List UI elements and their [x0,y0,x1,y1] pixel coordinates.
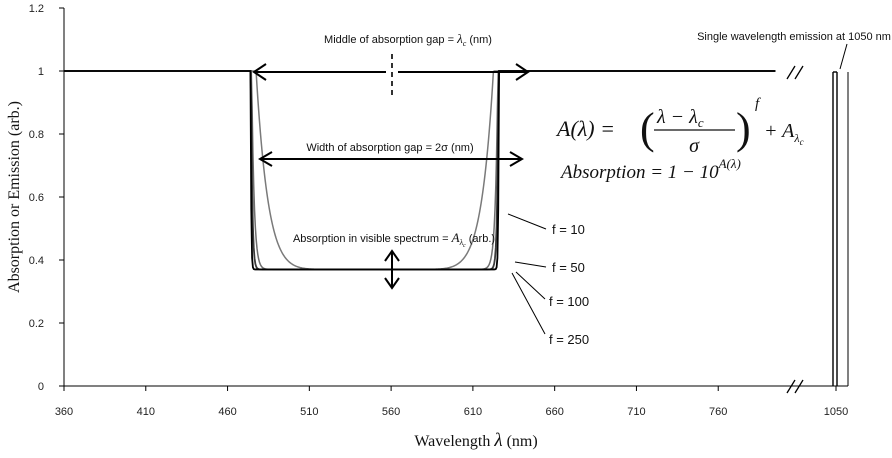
y-tick-label: 0.2 [29,318,44,330]
axis-break-bottom [786,379,804,394]
visible-double-arrow [384,249,400,290]
x-tick-label: 760 [709,406,727,418]
eq1-lhs: A(λ) = [555,116,615,141]
annotation-emission: Single wavelength emission at 1050 nm [697,31,891,43]
y-ticks: 0 0.2 0.4 0.6 0.8 1 1.2 [29,3,64,393]
y-tick-label: 0 [38,381,44,393]
x-axis-title-unit: (nm) [507,433,538,450]
x-tick-label: 460 [218,406,236,418]
x-ticks: 360 410 460 510 560 610 660 710 760 [55,386,727,418]
equation-1: A(λ) = ( λ − λc σ ) f + Aλc [555,96,804,157]
axis-break-top [786,65,804,80]
y-axis-title: Absorption or Emission (arb.) [6,101,23,293]
middle-gap-arrows [252,54,530,96]
eq1-paren-left: ( [640,104,655,153]
x-tick-label: 660 [545,406,563,418]
x-tick-label: 710 [627,406,645,418]
y-tick-label: 0.6 [29,192,44,204]
series-leaders [507,213,547,335]
width-gap-arrow [258,151,524,167]
y-tick-label: 0.8 [29,129,44,141]
y-tick-label: 1.2 [29,3,44,15]
series-label-f100: f = 100 [549,294,589,309]
x-tick-label: 410 [137,406,155,418]
x-tick-label: 610 [464,406,482,418]
y-tick-label: 1 [38,66,44,78]
annotation-visible: Absorption in visible spectrum = Aλc (ar… [293,230,495,249]
eq1-paren-right: ) [736,104,751,153]
emission-line-1050 [832,71,838,386]
x-axis-title-symbol: λ [493,430,502,451]
eq2-main: Absorption = 1 − 10A(λ) [559,156,741,183]
annotation-width-gap: Width of absorption gap = 2σ (nm) [306,142,473,154]
x-tick-label: 560 [382,406,400,418]
x-tick-label: 510 [300,406,318,418]
x-tick-label-1050: 1050 [824,406,848,418]
x-axis-title: Wavelength λ (nm) [414,430,537,451]
x-axis-title-word: Wavelength [414,433,490,450]
x-tick-label: 360 [55,406,73,418]
equation-2: Absorption = 1 − 10A(λ) [559,156,741,183]
series-label-f50: f = 50 [552,260,585,275]
eq1-denominator: σ [689,135,700,157]
y-tick-label: 0.4 [29,255,44,267]
series-label-f250: f = 250 [549,332,589,347]
eq1-tail: + Aλc [764,120,804,147]
annotation-middle-gap: Middle of absorption gap = λc (nm) [324,31,492,48]
emission-leader [839,43,848,70]
series-label-f10: f = 10 [552,222,585,237]
eq1-exponent: f [755,96,761,112]
series-layer [64,70,776,271]
series-line-f250 [64,70,776,271]
eq1-numerator: λ − λc [656,106,704,130]
